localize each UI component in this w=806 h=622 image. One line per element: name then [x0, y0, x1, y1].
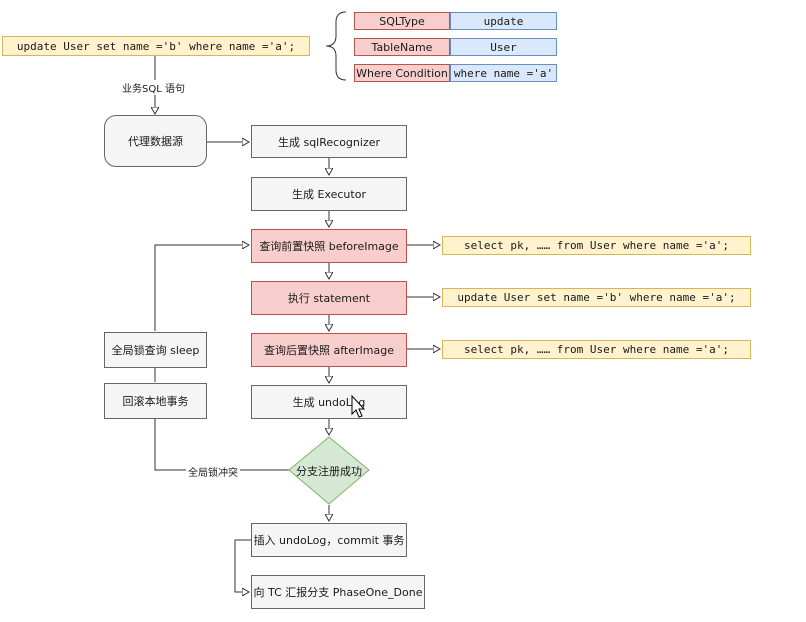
node-global-lock-sleep: 全局锁查询 sleep	[104, 332, 207, 368]
table-value-where: where name ='a'	[450, 64, 557, 82]
edge-label-global-lock-conflict: 全局锁冲突	[186, 464, 240, 479]
note-before-image-sql-text: select pk, …… from User where name ='a';	[464, 239, 729, 252]
node-report-tc-label: 向 TC 汇报分支 PhaseOne_Done	[253, 586, 423, 599]
business-sql-box: update User set name ='b' where name ='a…	[2, 36, 310, 56]
node-after-image: 查询后置快照 afterImage	[251, 333, 407, 367]
table-value-tablename: User	[450, 38, 557, 56]
note-execute-sql: update User set name ='b' where name ='a…	[442, 288, 751, 307]
table-key-sqltype: SQLType	[354, 12, 450, 30]
note-after-image-sql-text: select pk, …… from User where name ='a';	[464, 343, 729, 356]
node-before-image-label: 查询前置快照 beforeImage	[259, 240, 399, 253]
node-branch-register-label: 分支注册成功	[296, 464, 362, 478]
node-gen-executor-label: 生成 Executor	[292, 188, 366, 201]
node-after-image-label: 查询后置快照 afterImage	[264, 344, 394, 357]
node-report-tc: 向 TC 汇报分支 PhaseOne_Done	[251, 575, 425, 609]
node-global-lock-sleep-label: 全局锁查询 sleep	[111, 344, 200, 357]
node-rollback-local: 回滚本地事务	[104, 383, 207, 419]
note-execute-sql-text: update User set name ='b' where name ='a…	[457, 291, 736, 304]
table-key-tablename: TableName	[354, 38, 450, 56]
table-key-where: Where Condition	[354, 64, 450, 82]
node-rollback-local-label: 回滚本地事务	[122, 395, 189, 408]
node-gen-recognizer: 生成 sqlRecognizer	[251, 125, 407, 158]
node-proxy-datasource-label: 代理数据源	[128, 135, 183, 148]
table-value-sqltype: update	[450, 12, 557, 30]
edge-register-to-sleep	[154, 419, 289, 471]
edge-sleep-to-before	[154, 245, 249, 331]
business-sql-text: update User set name ='b' where name ='a…	[16, 39, 296, 53]
node-gen-executor: 生成 Executor	[251, 177, 407, 211]
node-insert-undolog-label: 插入 undoLog，commit 事务	[253, 534, 405, 547]
curly-brace	[325, 11, 347, 81]
node-proxy-datasource: 代理数据源	[104, 115, 207, 167]
node-insert-undolog: 插入 undoLog，commit 事务	[251, 523, 407, 557]
note-after-image-sql: select pk, …… from User where name ='a';	[442, 340, 751, 359]
node-before-image: 查询前置快照 beforeImage	[251, 229, 407, 263]
node-gen-undolog: 生成 undoLog	[251, 385, 407, 419]
node-gen-undolog-label: 生成 undoLog	[292, 396, 366, 409]
edge-insert-to-report	[234, 539, 251, 592]
node-gen-recognizer-label: 生成 sqlRecognizer	[277, 135, 381, 149]
branch-register-diamond	[288, 436, 370, 505]
note-before-image-sql: select pk, …… from User where name ='a';	[442, 236, 751, 255]
node-execute-statement-label: 执行 statement	[287, 292, 371, 305]
edge-label-business-sql: 业务SQL 语句	[120, 80, 187, 95]
node-execute-statement: 执行 statement	[251, 281, 407, 315]
